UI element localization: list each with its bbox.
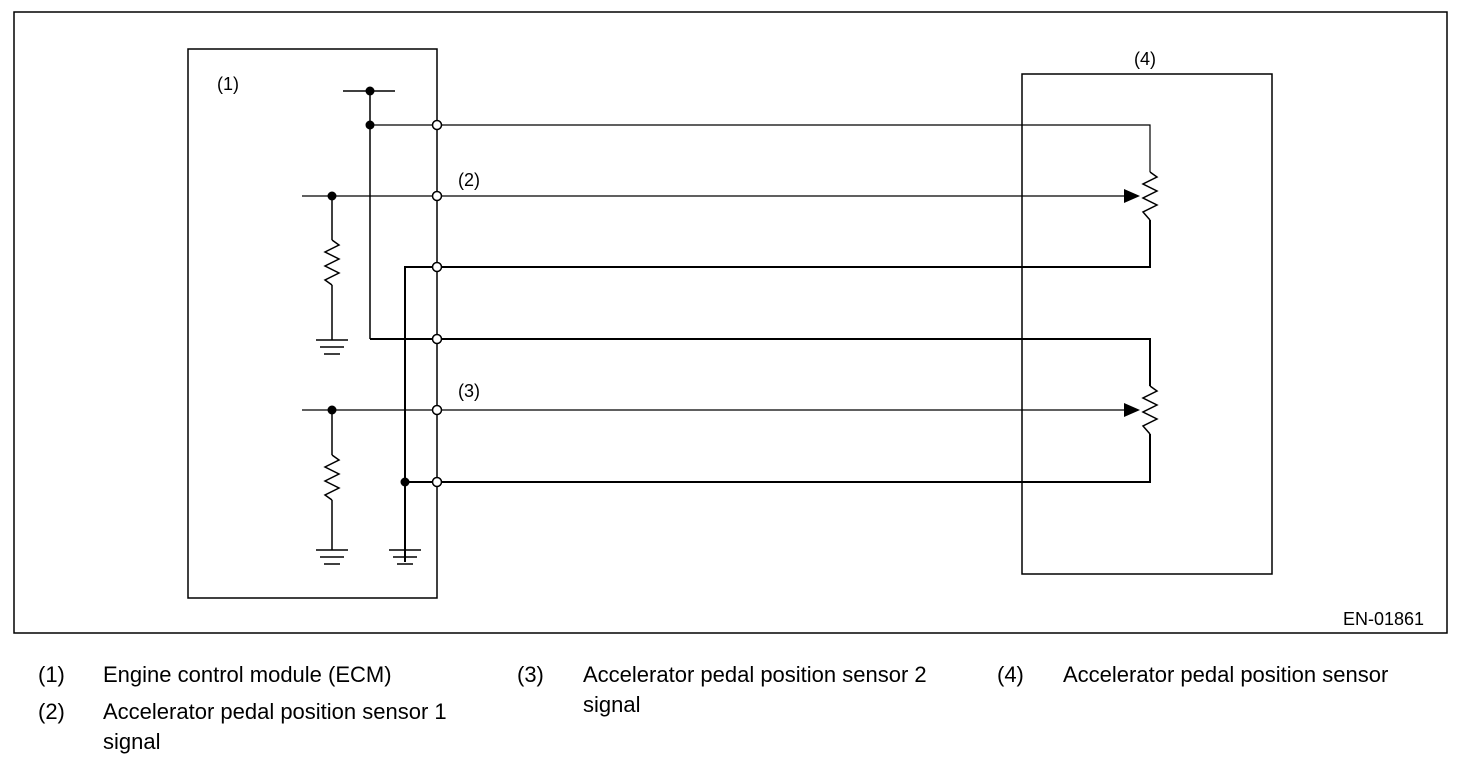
legend-text-1: Engine control module (ECM) — [103, 662, 392, 687]
terminal-4 — [431, 333, 443, 345]
signal-2-label: (3) — [458, 381, 480, 401]
legend-num-1: (1) — [38, 662, 65, 687]
ecm-box — [187, 48, 438, 599]
figure-code: EN-01861 — [1343, 609, 1424, 629]
legend-text-3: Accelerator pedal position sensor 2 sign… — [583, 662, 927, 717]
sensor-1-resistor — [1141, 171, 1159, 221]
ground-symbol-2 — [316, 549, 348, 565]
terminal-6 — [431, 476, 443, 488]
diagram-frame — [13, 11, 1448, 634]
ground-junction — [400, 477, 410, 487]
power-junction-top — [365, 86, 375, 96]
wire-ground-2 — [405, 434, 1151, 483]
pulldown-2-resistor — [323, 454, 341, 501]
wire-power-2 — [370, 338, 1151, 386]
ecm-label: (1) — [217, 74, 239, 94]
sensor-box — [1021, 73, 1273, 575]
pulldown-1-resistor — [323, 239, 341, 286]
legend-num-4: (4) — [997, 662, 1024, 687]
signal-1-label: (2) — [458, 170, 480, 190]
legend-num-3: (3) — [517, 662, 544, 687]
ground-symbol-3 — [389, 549, 421, 565]
legend-text-4: Accelerator pedal position sensor — [1063, 662, 1389, 687]
legend-text-2: Accelerator pedal position sensor 1 sign… — [103, 699, 447, 754]
sensor-2-resistor — [1141, 385, 1159, 435]
terminal-1 — [431, 119, 443, 131]
signal-1-arrow — [1124, 189, 1140, 203]
ecm-terminals — [431, 119, 443, 488]
terminal-3 — [431, 261, 443, 273]
signal-2-arrow — [1124, 403, 1140, 417]
terminal-5 — [431, 404, 443, 416]
legend-num-2: (2) — [38, 699, 65, 724]
wire-ground-1 — [404, 220, 1151, 562]
terminal-2 — [431, 190, 443, 202]
ground-symbol-1 — [316, 339, 348, 355]
sensor-label: (4) — [1134, 49, 1156, 69]
wire-power-1 — [370, 124, 1151, 172]
